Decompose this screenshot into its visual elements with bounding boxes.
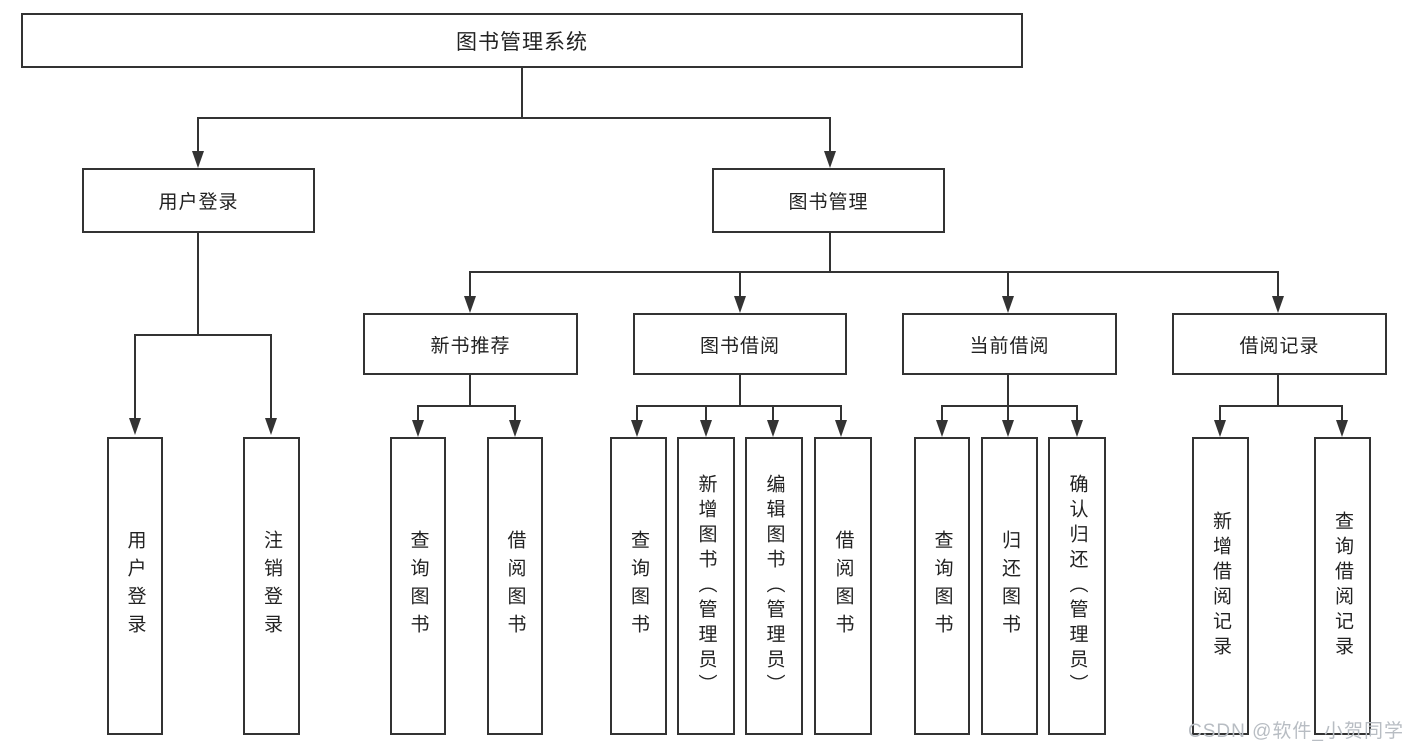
connector-line: [417, 405, 516, 407]
node-label: 查询借阅记录: [1332, 511, 1353, 661]
leaf-query-books-current: 查询图书: [914, 437, 970, 735]
arrow-head: [631, 420, 643, 437]
arrow-head: [700, 420, 712, 437]
connector-line: [636, 406, 638, 422]
connector-line: [1076, 406, 1078, 422]
connector-line: [1341, 406, 1343, 422]
connector-line: [1277, 375, 1279, 406]
node-label: 新增图书（管理员）: [695, 473, 717, 699]
node-label: 图书管理: [788, 192, 869, 213]
node-borrow-records: 借阅记录: [1172, 313, 1387, 375]
connector-line: [941, 405, 1078, 407]
node-library-system: 图书管理系统: [21, 13, 1023, 68]
connector-line: [469, 272, 471, 298]
connector-line: [1219, 405, 1343, 407]
leaf-borrow-books: 借阅图书: [814, 437, 872, 735]
connector-line: [197, 117, 831, 119]
connector-line: [417, 406, 419, 422]
leaf-query-books-borrow: 查询图书: [610, 437, 667, 735]
arrow-head: [1002, 420, 1014, 437]
arrow-head: [734, 296, 746, 313]
connector-line: [469, 271, 1279, 273]
leaf-query-borrow-record: 查询借阅记录: [1314, 437, 1371, 735]
arrow-head: [767, 420, 779, 437]
leaf-edit-book-admin: 编辑图书（管理员）: [745, 437, 803, 735]
leaf-user-login: 用户登录: [107, 437, 163, 735]
arrow-head: [412, 420, 424, 437]
connector-line: [1007, 406, 1009, 422]
node-label: 新增借阅记录: [1210, 511, 1231, 661]
connector-line: [134, 334, 272, 336]
leaf-confirm-return-admin: 确认归还（管理员）: [1048, 437, 1106, 735]
node-label: 注销登录: [261, 530, 282, 642]
connector-line: [469, 375, 471, 406]
node-book-management: 图书管理: [712, 168, 945, 233]
node-label: 查询图书: [931, 530, 953, 642]
node-label: 查询图书: [628, 530, 649, 642]
node-label: 查询图书: [407, 530, 429, 642]
connector-line: [829, 233, 831, 272]
node-label: 借阅图书: [504, 530, 526, 642]
node-label: 借阅图书: [832, 530, 854, 642]
node-user-login: 用户登录: [82, 168, 315, 233]
arrow-head: [1214, 420, 1226, 437]
leaf-query-books-recommend: 查询图书: [390, 437, 446, 735]
connector-line: [739, 272, 741, 298]
node-label: 编辑图书（管理员）: [763, 473, 785, 699]
arrow-head: [1336, 420, 1348, 437]
leaf-borrow-books-recommend: 借阅图书: [487, 437, 543, 735]
node-label: 确认归还（管理员）: [1066, 473, 1088, 699]
connector-line: [1277, 272, 1279, 298]
arrow-head: [192, 151, 204, 168]
node-label: 图书管理系统: [456, 30, 588, 54]
watermark: CSDN @软件_小贺同学: [1188, 721, 1404, 742]
node-label: 借阅记录: [1239, 335, 1320, 357]
arrow-head: [824, 151, 836, 168]
connector-line: [840, 406, 842, 422]
connector-line: [941, 406, 943, 422]
connector-line: [197, 118, 199, 153]
leaf-add-borrow-record: 新增借阅记录: [1192, 437, 1249, 735]
node-label: 新书推荐: [430, 335, 511, 357]
node-current-borrow: 当前借阅: [902, 313, 1117, 375]
leaf-add-book-admin: 新增图书（管理员）: [677, 437, 735, 735]
connector-line: [1007, 272, 1009, 298]
arrow-head: [265, 418, 277, 435]
leaf-logout: 注销登录: [243, 437, 300, 735]
connector-line: [829, 118, 831, 153]
node-label: 用户登录: [158, 192, 239, 213]
connector-line: [739, 375, 741, 406]
arrow-head: [1002, 296, 1014, 313]
node-label: 当前借阅: [969, 335, 1050, 357]
arrow-head: [509, 420, 521, 437]
arrow-head: [464, 296, 476, 313]
arrow-head: [1071, 420, 1083, 437]
node-label: 图书借阅: [699, 335, 780, 357]
leaf-return-book: 归还图书: [981, 437, 1038, 735]
arrow-head: [936, 420, 948, 437]
connector-line: [705, 406, 707, 422]
node-book-borrow: 图书借阅: [633, 313, 847, 375]
connector-line: [772, 406, 774, 422]
connector-line: [134, 335, 136, 420]
connector-line: [636, 405, 842, 407]
connector-line: [197, 233, 199, 335]
connector-line: [514, 406, 516, 422]
connector-line: [1219, 406, 1221, 422]
arrow-head: [1272, 296, 1284, 313]
connector-line: [521, 68, 523, 118]
node-label: 用户登录: [124, 530, 146, 642]
node-new-book-recommend: 新书推荐: [363, 313, 578, 375]
connector-line: [1007, 375, 1009, 406]
arrow-head: [835, 420, 847, 437]
connector-line: [270, 335, 272, 420]
arrow-head: [129, 418, 141, 435]
node-label: 归还图书: [999, 530, 1020, 642]
